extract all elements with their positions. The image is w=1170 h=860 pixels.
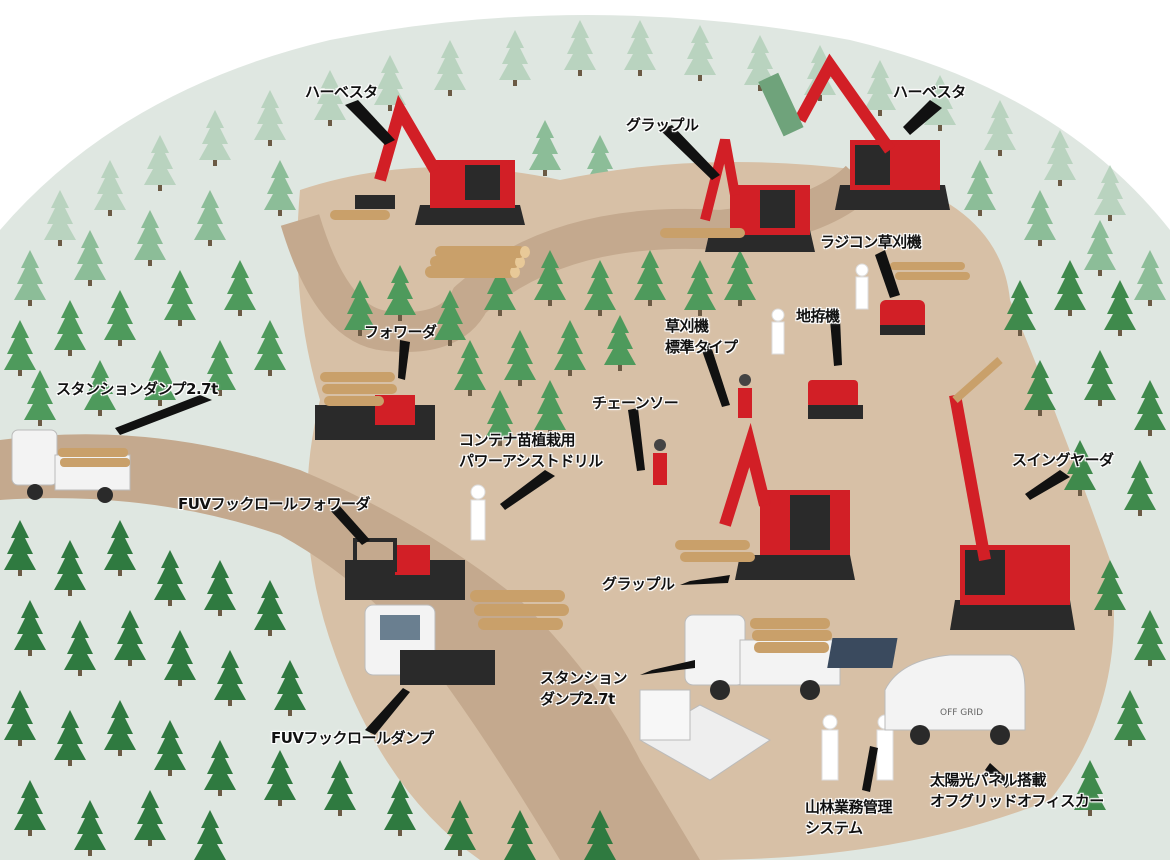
label-mower-standard-line1: 草刈機	[665, 317, 709, 335]
radio-mower	[880, 262, 970, 335]
container-box	[639, 689, 771, 781]
fuv-dump	[364, 604, 495, 685]
swing-yarder	[949, 357, 1075, 630]
label-drill-line1: コンテナ苗植栽用	[459, 431, 576, 449]
label-grapple-bottom: グラップル	[602, 575, 675, 593]
office-car: OFF GRID	[827, 638, 1026, 745]
pointer-lines	[115, 100, 1070, 792]
label-dump-bottom-line2: ダンプ2.7t	[540, 690, 615, 708]
grapple-top	[660, 138, 815, 252]
label-harvester-right: ハーベスタ	[893, 83, 966, 101]
label-forest-mgmt: 山林業務管理 システム	[805, 797, 893, 839]
label-dump-bottom: スタンション ダンプ2.7t	[540, 668, 628, 710]
label-fuv-dump: FUVフックロールダンプ	[271, 729, 434, 747]
label-mower-standard-line2: 標準タイプ	[665, 338, 738, 356]
ground-prep-machine	[808, 380, 863, 419]
label-harvester-left: ハーベスタ	[305, 83, 378, 101]
grapple-bottom	[675, 422, 855, 580]
label-forest-mgmt-line2: システム	[805, 819, 863, 837]
label-grapple-top: グラップル	[626, 116, 699, 134]
label-chainsaw: チェーンソー	[592, 394, 679, 412]
label-ground-prep: 地拵機	[796, 307, 840, 325]
car-brand-text: OFF GRID	[940, 708, 983, 718]
harvester-right	[758, 53, 950, 210]
workers	[470, 263, 894, 781]
label-drill-line2: パワーアシストドリル	[459, 452, 603, 470]
label-radio-mower: ラジコン草刈機	[820, 233, 922, 251]
forest-road	[0, 434, 700, 860]
label-mower-standard: 草刈機 標準タイプ	[665, 316, 738, 358]
label-fuv-forwarder: FUVフックロールフォワーダ	[178, 495, 371, 513]
label-dump-left: スタンションダンプ2.7t	[56, 380, 218, 398]
dump-truck-left	[11, 429, 131, 503]
label-solar-car-line1: 太陽光パネル搭載	[930, 771, 1047, 789]
harvester-left	[330, 94, 525, 225]
label-swing-yarder: スイングヤーダ	[1012, 451, 1114, 469]
label-solar-car-line2: オフグリッドオフィスカー	[930, 792, 1104, 810]
label-drill: コンテナ苗植栽用 パワーアシストドリル	[459, 430, 603, 472]
label-forwarder: フォワーダ	[364, 323, 437, 341]
fuv-forwarder	[345, 538, 569, 630]
dump-truck-bottom	[684, 614, 841, 700]
label-forest-mgmt-line1: 山林業務管理	[805, 798, 893, 816]
forwarder	[315, 372, 435, 440]
label-dump-bottom-line1: スタンション	[540, 669, 628, 687]
label-solar-car: 太陽光パネル搭載 オフグリッドオフィスカー	[930, 770, 1104, 812]
log-pile-upper	[425, 246, 530, 278]
